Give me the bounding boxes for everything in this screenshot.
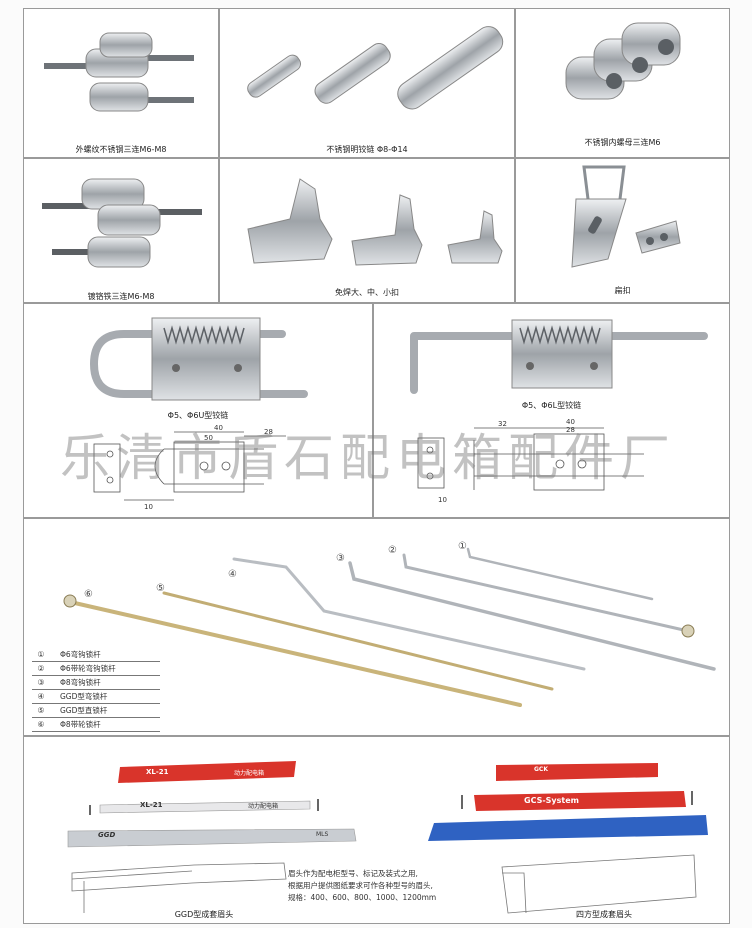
l-hinge-image: 32 40 28 10	[410, 319, 708, 504]
dim-label: 28	[566, 426, 575, 434]
product-cell-flat-hasp: 扁扣	[515, 158, 730, 303]
dim-label: 40	[566, 418, 575, 426]
legend-text: GGD型直锁杆	[60, 706, 108, 715]
product-cell-l-hinge: 32 40 28 10 Φ5、Φ6L型铰链	[373, 303, 730, 518]
hinge-pins-image	[247, 26, 504, 110]
strip-model: XL-21	[140, 801, 163, 809]
description-line: 眉头作为配电柜型号、标记及装式之用,	[288, 869, 418, 878]
legend-row: ③ Φ8弯钩锁杆	[32, 676, 160, 690]
product-cell-lock-rods: ① ② ③ ④ ⑤ ⑥	[23, 518, 730, 736]
dim-label: 50	[204, 434, 213, 442]
product-cell-chrome-triple: 镀铬铁三连M6-M8	[23, 158, 219, 303]
product-cell-nameplate-strips: XL-21 动力配电箱 XL-21 动力配电箱 GGD MLS GCK GCS-…	[23, 736, 730, 924]
legend-text: GGD型弯锁杆	[60, 692, 108, 701]
chrome-triple-image	[42, 178, 202, 268]
external-thread-triple-image	[44, 32, 194, 112]
legend-text: Φ8弯钩锁杆	[60, 678, 101, 687]
strip-label: MLS	[316, 831, 329, 838]
legend-row: ⑥ Φ8带轮锁杆	[32, 718, 160, 732]
strip-model: XL-21	[146, 768, 169, 776]
u-hinge-image: 40 28 50 10	[89, 317, 308, 511]
legend-num: ⑤	[37, 706, 45, 715]
legend-num: ③	[37, 678, 45, 687]
strip-model: GCS-System	[524, 796, 579, 805]
strip-model: GCK	[534, 766, 548, 773]
legend-num: ⑥	[37, 720, 45, 729]
product-cell-external-thread-triple: 外螺纹不锈钢三连M6-M8	[23, 8, 219, 158]
product-caption: 镀铬铁三连M6-M8	[87, 292, 155, 301]
legend-text: Φ6弯钩锁杆	[60, 650, 101, 659]
strip-label: 动力配电箱	[248, 803, 279, 810]
legend-text: Φ6带轮弯钩锁杆	[60, 664, 116, 673]
product-caption: Φ5、Φ6U型铰链	[167, 411, 229, 420]
rod-marker-6: ⑥	[84, 589, 93, 600]
product-caption: 免焊大、中、小扣	[335, 288, 399, 297]
nameplate-description: 眉头作为配电柜型号、标记及装式之用, 根据用户提供图纸要求可作各种型号的眉头, …	[288, 868, 503, 904]
rod-marker-3: ③	[336, 553, 345, 564]
rod-marker-4: ④	[228, 569, 237, 580]
legend-row: ② Φ6带轮弯钩锁杆	[32, 662, 160, 676]
legend-num: ①	[37, 650, 45, 659]
internal-nut-triple-image	[565, 22, 681, 100]
dim-label: 32	[498, 420, 507, 428]
product-caption: Φ5、Φ6L型铰链	[521, 401, 582, 410]
legend-text: Φ8带轮锁杆	[60, 720, 101, 729]
legend-row: ⑤ GGD型直锁杆	[32, 704, 160, 718]
dim-label: 28	[264, 428, 273, 436]
ggd-caption: GGD型成套眉头	[174, 910, 234, 919]
description-line: 根据用户提供图纸要求可作各种型号的眉头,	[288, 881, 433, 890]
product-cell-weld-free-clips: 免焊大、中、小扣	[219, 158, 515, 303]
dim-label: 40	[214, 424, 223, 432]
rod-marker-2: ②	[388, 545, 397, 556]
lock-rods-image: ① ② ③ ④ ⑤ ⑥	[63, 541, 716, 707]
nameplate-strips-image	[67, 761, 708, 914]
legend-num: ②	[37, 664, 45, 673]
dim-label: 10	[144, 503, 153, 511]
description-line: 规格：400、600、800、1000、1200mm	[288, 893, 437, 902]
product-cell-u-hinge: 40 28 50 10 Φ5、Φ6U型铰链	[23, 303, 373, 518]
product-caption: 不锈钢内螺母三连M6	[584, 138, 661, 147]
strip-label: 动力配电箱	[234, 770, 265, 777]
product-cell-internal-nut-triple: 不锈钢内螺母三连M6	[515, 8, 730, 158]
rod-marker-5: ⑤	[156, 583, 165, 594]
square-caption: 四方型成套眉头	[576, 910, 632, 919]
product-caption: 外螺纹不锈钢三连M6-M8	[75, 145, 167, 154]
legend-row: ① Φ6弯钩锁杆	[32, 648, 160, 662]
watermark-text: 乐清市盾石配电箱配件厂	[60, 429, 676, 487]
flat-hasp-image	[571, 165, 681, 268]
legend-num: ④	[37, 692, 45, 701]
strip-model: GGD	[98, 831, 116, 839]
product-cell-hinge-pins: 不锈钢明铰链 Φ8-Φ14	[219, 8, 515, 158]
rod-marker-1: ①	[458, 541, 467, 552]
weld-free-clips-image	[247, 178, 503, 266]
legend-row: ④ GGD型弯锁杆	[32, 690, 160, 704]
rod-legend: ① Φ6弯钩锁杆 ② Φ6带轮弯钩锁杆 ③ Φ8弯钩锁杆 ④ GGD型弯锁杆 ⑤ GGD型…	[32, 648, 160, 732]
product-caption: 扁扣	[614, 286, 631, 295]
dim-label: 10	[438, 496, 447, 504]
product-caption: 不锈钢明铰链 Φ8-Φ14	[326, 145, 408, 154]
